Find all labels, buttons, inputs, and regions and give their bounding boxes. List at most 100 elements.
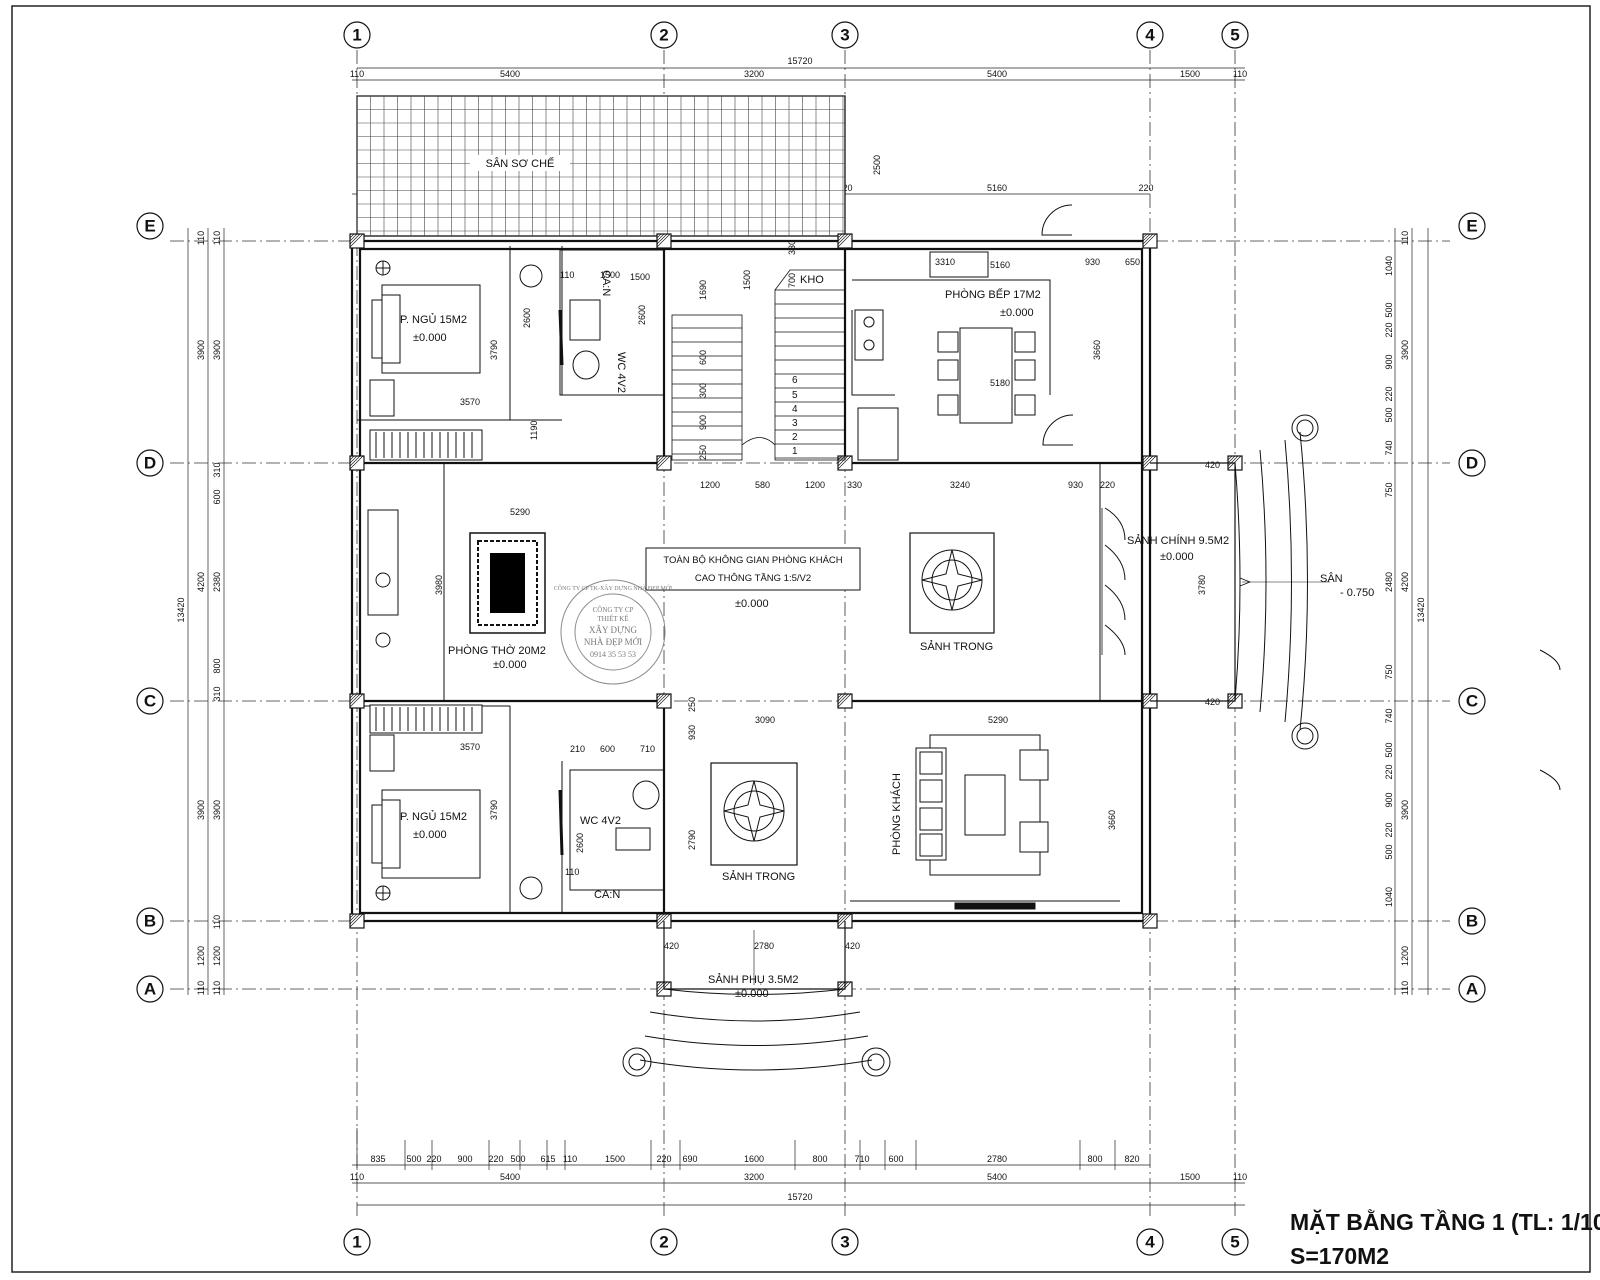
- svg-text:1200: 1200: [700, 480, 720, 490]
- svg-text:4: 4: [792, 404, 798, 415]
- stamp-line3: XÂY DỰNG: [589, 625, 637, 635]
- dim-right-detail: 740: [1384, 440, 1394, 455]
- dim-right-detail: 220: [1384, 764, 1394, 779]
- stamp-line2: THIẾT KẾ: [597, 615, 628, 623]
- svg-text:700: 700: [787, 273, 797, 288]
- svg-text:1190: 1190: [529, 421, 539, 440]
- dim-left-bay: 1200: [196, 946, 206, 966]
- dim-left-bay: 110: [196, 231, 206, 245]
- wardrobe-1: [369, 429, 483, 461]
- svg-text:930: 930: [1068, 480, 1083, 490]
- staircase: [671, 269, 846, 461]
- room-label-altar: PHÒNG THỜ 20M2: [448, 644, 546, 657]
- svg-text:900: 900: [698, 415, 708, 430]
- bedroom-2-furniture: [369, 734, 543, 901]
- svg-text:E: E: [1466, 217, 1477, 236]
- dim-right-detail: 500: [1384, 407, 1394, 422]
- dim-bottom-detail: 900: [457, 1154, 472, 1164]
- room-label-san-so-che: SÂN SƠ CHẾ: [486, 157, 555, 170]
- svg-text:420: 420: [1205, 697, 1220, 707]
- front-steps-right: [1234, 414, 1330, 750]
- svg-text:5: 5: [1230, 26, 1239, 45]
- dim-right-bay: 3900: [1400, 340, 1410, 360]
- wc-2-fixtures: [558, 769, 665, 891]
- axis-bubble-top-4: 4: [1136, 21, 1164, 49]
- svg-text:1200: 1200: [805, 480, 825, 490]
- dim-bottom-detail: 600: [888, 1154, 903, 1164]
- level-sanh-phu: ±0.000: [735, 988, 769, 1000]
- svg-text:250: 250: [698, 445, 708, 460]
- void-note-level: ±0.000: [735, 598, 769, 610]
- dim-bottom-bay: 110: [350, 1172, 364, 1182]
- column: [656, 693, 672, 709]
- dim-right-detail: 500: [1384, 844, 1394, 859]
- svg-text:3090: 3090: [755, 715, 775, 725]
- svg-text:5160: 5160: [990, 260, 1010, 270]
- axis-bubble-left-C: C: [136, 687, 164, 715]
- axis-bubble-bottom-2: 2: [650, 1228, 678, 1256]
- svg-text:3: 3: [840, 1233, 849, 1252]
- svg-text:330: 330: [847, 480, 862, 490]
- dim-bottom-detail: 110: [563, 1154, 577, 1164]
- svg-text:250: 250: [687, 697, 697, 712]
- column: [349, 913, 365, 929]
- dim-bottom-bay: 1500: [1180, 1172, 1200, 1182]
- dim-bottom-detail: 1600: [744, 1154, 764, 1164]
- svg-text:3790: 3790: [489, 800, 499, 820]
- level-kitchen: ±0.000: [1000, 307, 1034, 319]
- bottom-detail-ticks: [356, 1128, 1116, 1170]
- dim-left-detail: 3900: [212, 340, 222, 360]
- svg-text:210: 210: [570, 744, 585, 754]
- svg-text:1: 1: [352, 26, 361, 45]
- room-label-sanh-trong-lower: SẢNH TRONG: [722, 870, 795, 883]
- dim-right-bay: 110: [1400, 981, 1410, 995]
- room-label-living: PHÒNG KHÁCH: [890, 773, 903, 855]
- room-label-bedroom-1: P. NGỦ 15M2: [400, 313, 467, 326]
- svg-text:1: 1: [352, 1233, 361, 1252]
- column: [1142, 233, 1158, 249]
- svg-text:3660: 3660: [1092, 340, 1102, 360]
- column: [1142, 913, 1158, 929]
- svg-text:580: 580: [755, 480, 770, 490]
- svg-text:3240: 3240: [950, 480, 970, 490]
- dim-right-bay: 110: [1400, 231, 1410, 245]
- stair-numbers: 6 5 4 3 2 1: [792, 375, 798, 457]
- svg-text:B: B: [144, 912, 156, 931]
- rug-sanh-trong-lower: [710, 762, 798, 866]
- dim-right-bay: 3900: [1400, 800, 1410, 820]
- room-label-sanh-phu: SẢNH PHỤ 3.5M2: [708, 973, 798, 986]
- column: [349, 455, 365, 471]
- dim-top-bay: 110: [1233, 69, 1247, 79]
- stamp-line4: NHÀ ĐẸP MỚI: [584, 637, 642, 647]
- axis-bubble-left-E: E: [136, 212, 164, 240]
- dim-bottom-detail: 220: [656, 1154, 671, 1164]
- kitchen-fixtures: [851, 204, 1074, 461]
- dim-bottom-detail: 220: [426, 1154, 441, 1164]
- axis-bubble-top-5: 5: [1221, 21, 1249, 49]
- axis-bubble-left-D: D: [136, 449, 164, 477]
- rug-sanh-trong-upper: [909, 532, 995, 634]
- svg-text:5290: 5290: [510, 507, 530, 517]
- dim-bottom-bay: 5400: [500, 1172, 520, 1182]
- svg-text:930: 930: [1085, 257, 1100, 267]
- dim-bottom-detail: 690: [682, 1154, 697, 1164]
- svg-text:3780: 3780: [1197, 575, 1207, 595]
- axis-bubble-bottom-1: 1: [343, 1228, 371, 1256]
- dim-right-bay: 1200: [1400, 946, 1410, 966]
- void-note-line1: TOÀN BỘ KHÔNG GIAN PHÒNG KHÁCH: [663, 555, 842, 566]
- svg-text:2790: 2790: [687, 830, 697, 850]
- main-entrance-doors: [1104, 507, 1126, 656]
- room-label-can-2: CA:N: [594, 889, 620, 901]
- dim-right-detail: 900: [1384, 354, 1394, 369]
- svg-text:420: 420: [664, 941, 679, 951]
- svg-text:2600: 2600: [637, 305, 647, 325]
- dim-right-detail: 1040: [1384, 887, 1394, 907]
- dim-overall-top: 15720: [787, 56, 812, 66]
- svg-text:600: 600: [698, 350, 708, 365]
- svg-text:2780: 2780: [754, 941, 774, 951]
- dim-bottom-detail: 220: [488, 1154, 503, 1164]
- svg-text:E: E: [144, 217, 155, 236]
- svg-text:1690: 1690: [698, 280, 708, 300]
- room-label-wc-1: WC 4V2: [615, 352, 627, 393]
- dim-right-detail: 900: [1384, 792, 1394, 807]
